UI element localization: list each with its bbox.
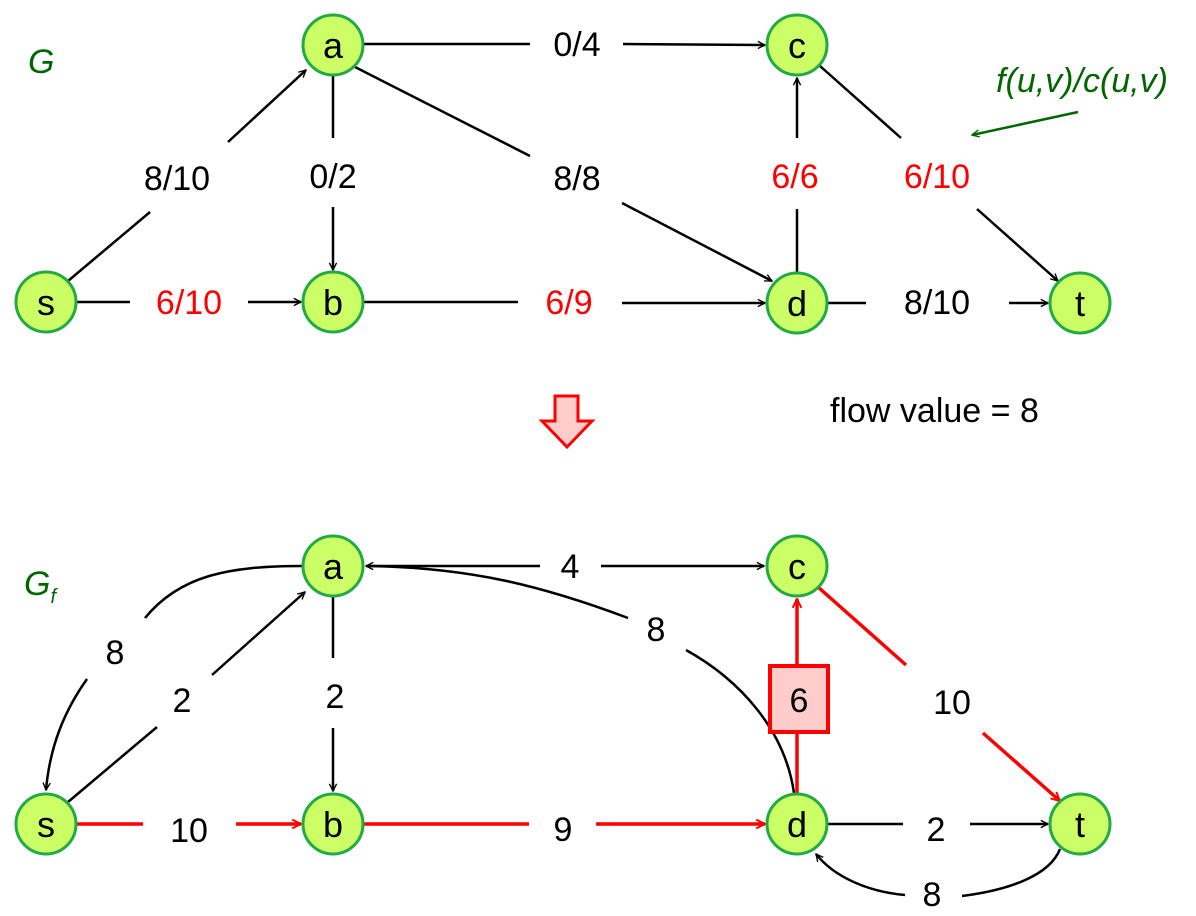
residual-edge-a-s: 8 (46, 564, 303, 790)
edge-s-a: 8/10 (67, 70, 306, 282)
node-c: c (765, 13, 829, 77)
node-d: d (765, 271, 829, 335)
svg-text:c: c (788, 25, 806, 66)
svg-text:t: t (1075, 804, 1085, 845)
node-c: c (765, 534, 829, 598)
edge-label-a-s: 8 (106, 634, 125, 672)
svg-text:b: b (323, 282, 343, 323)
edge-d-t: 8/10 (828, 284, 1048, 322)
node-b: b (301, 270, 365, 334)
residual-edge-t-d: 8 (815, 848, 1062, 914)
node-a: a (301, 13, 365, 77)
node-d: d (765, 792, 829, 856)
bottleneck-box (768, 664, 830, 734)
residual-edge-s-b: 10 (77, 812, 301, 850)
top-graph: G 8/10 6/10 0/2 0/4 8/8 (14, 13, 1168, 335)
edge-d-c: 6/6 (771, 78, 819, 272)
svg-text:b: b (323, 804, 343, 845)
edge-label-d-t: 8/10 (904, 284, 970, 322)
edge-label-c-t: 6/10 (904, 158, 970, 196)
residual-edge-a-b: 2 (326, 597, 345, 791)
edge-label-s-a: 8/10 (144, 160, 210, 198)
node-t: t (1048, 271, 1112, 335)
svg-text:s: s (37, 804, 55, 845)
node-s: s (14, 270, 78, 334)
node-a: a (301, 534, 365, 598)
edge-a-c: 0/4 (364, 26, 765, 64)
residual-edge-d-c: 6 (768, 599, 830, 793)
edge-s-b: 6/10 (77, 284, 301, 322)
svg-text:s: s (37, 282, 55, 323)
edge-label-d-c: 6 (790, 682, 809, 720)
residual-edge-d-t: 2 (828, 811, 1048, 849)
residual-edge-b-d: 9 (364, 811, 765, 849)
notation-annotation: f(u,v)/c(u,v) (972, 62, 1168, 135)
edge-label-a-b: 2 (326, 678, 345, 716)
edge-b-d: 6/9 (364, 284, 765, 322)
svg-text:t: t (1075, 283, 1085, 324)
node-s: s (14, 792, 78, 856)
edge-label-t-d: 8 (923, 876, 942, 914)
edge-label-b-d: 9 (554, 811, 573, 849)
edge-label-d-a: 8 (647, 611, 666, 649)
edge-c-t: 6/10 (819, 65, 1058, 281)
bottom-graph: Gf 8 2 2 4 8 (14, 534, 1112, 914)
edge-label-a-d: 8/8 (553, 160, 600, 198)
svg-text:d: d (787, 283, 807, 324)
edge-label-c-t: 10 (933, 684, 971, 722)
edge-label-s-a: 2 (173, 682, 192, 720)
edge-label-a-b: 0/2 (309, 158, 356, 196)
svg-text:c: c (788, 546, 806, 587)
residual-edge-s-a: 2 (67, 592, 305, 803)
edge-a-b: 0/2 (309, 76, 357, 270)
edge-label-d-c: 6/6 (771, 158, 818, 196)
edge-label-s-b: 10 (170, 812, 208, 850)
flow-value-text: flow value = 8 (830, 392, 1039, 430)
node-t: t (1048, 792, 1112, 856)
edge-label-s-b: 6/10 (156, 284, 222, 322)
svg-text:d: d (787, 804, 807, 845)
annotation-arrow (972, 110, 1079, 135)
edge-a-d: 8/8 (354, 65, 772, 283)
residual-edge-a-c: 4 (366, 548, 764, 586)
svg-text:a: a (323, 546, 344, 587)
node-b: b (301, 792, 365, 856)
graph-title-gf: Gf (24, 565, 58, 608)
transform-arrow-icon (538, 394, 596, 450)
annotation-text: f(u,v)/c(u,v) (996, 62, 1168, 100)
edge-label-d-t: 2 (927, 811, 946, 849)
svg-text:a: a (323, 25, 344, 66)
edge-label-a-c: 4 (561, 548, 580, 586)
residual-edge-d-a: 8 (369, 564, 796, 794)
edge-label-b-d: 6/9 (545, 284, 592, 322)
edge-label-a-c: 0/4 (553, 26, 600, 64)
graph-title-g: G (28, 43, 54, 81)
residual-edge-c-t: 10 (816, 585, 1060, 801)
